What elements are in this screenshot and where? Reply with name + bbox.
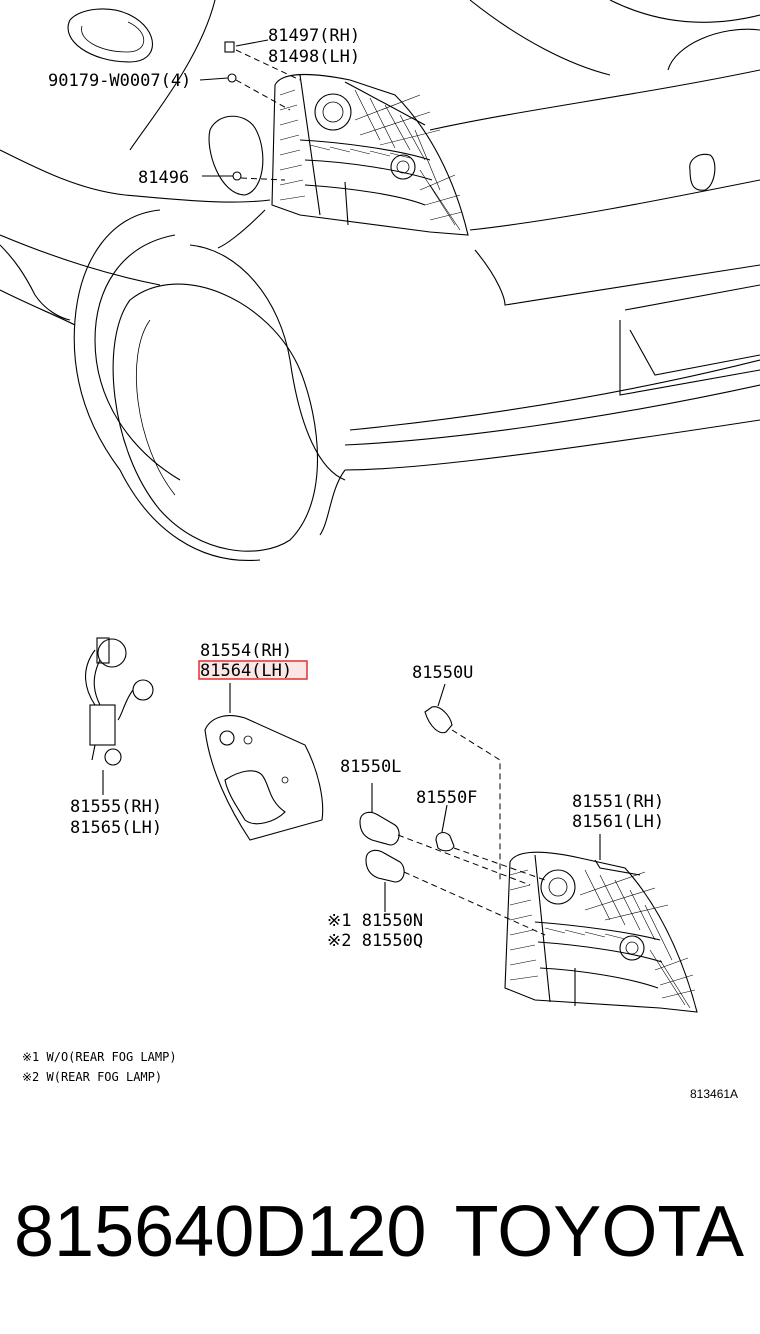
- callout-81550n: ※1 81550N: [327, 911, 423, 931]
- socket-and-wire-81555: [85, 637, 154, 795]
- parts-diagram: 81497(RH) 81498(LH) 90179-W0007(4) 81496…: [0, 0, 760, 1101]
- tail-lamp-assembly-81551: [504, 834, 698, 1013]
- callout-81565: 81565(LH): [70, 818, 162, 838]
- note-without-fog-lamp: ※1 W/O(REAR FOG LAMP): [22, 1050, 177, 1064]
- part-number: 815640D120: [14, 1192, 427, 1272]
- gasket-81554: [204, 683, 324, 841]
- car-rear-body-illustration: [0, 0, 760, 562]
- callout-81554: 81554(RH): [200, 641, 292, 661]
- tail-lamp-on-car: [271, 74, 469, 236]
- callout-81550q: ※2 81550Q: [327, 931, 423, 951]
- callout-81551: 81551(RH): [572, 792, 664, 812]
- callout-81550u: 81550U: [412, 663, 473, 683]
- callout-81496: 81496: [138, 168, 189, 188]
- callout-81550f: 81550F: [416, 788, 477, 808]
- footer: 815640D120 TOYOTA: [0, 1190, 760, 1280]
- bulb-81550f: [435, 804, 546, 881]
- callout-81498: 81498(LH): [268, 47, 360, 67]
- bulb-81550n: [365, 849, 546, 936]
- note-with-fog-lamp: ※2 W(REAR FOG LAMP): [22, 1070, 162, 1084]
- bulb-81550l: [359, 783, 531, 886]
- callout-81555: 81555(RH): [70, 797, 162, 817]
- callout-81564: 81564(LH): [200, 661, 292, 681]
- nut-90179-shape: [227, 73, 237, 83]
- callout-90179: 90179-W0007(4): [48, 71, 191, 91]
- callout-81561: 81561(LH): [572, 812, 664, 832]
- callout-81497: 81497(RH): [268, 26, 360, 46]
- callout-81550l: 81550L: [340, 757, 401, 777]
- brand-name: TOYOTA: [454, 1192, 744, 1272]
- diagram-reference: 813461A: [690, 1087, 738, 1101]
- bulb-81550u: [424, 683, 501, 880]
- clip-81497-shape: [224, 41, 235, 53]
- upper-fasteners: [199, 39, 301, 181]
- nut-81496-shape: [232, 171, 242, 181]
- highlight-box: [198, 660, 308, 680]
